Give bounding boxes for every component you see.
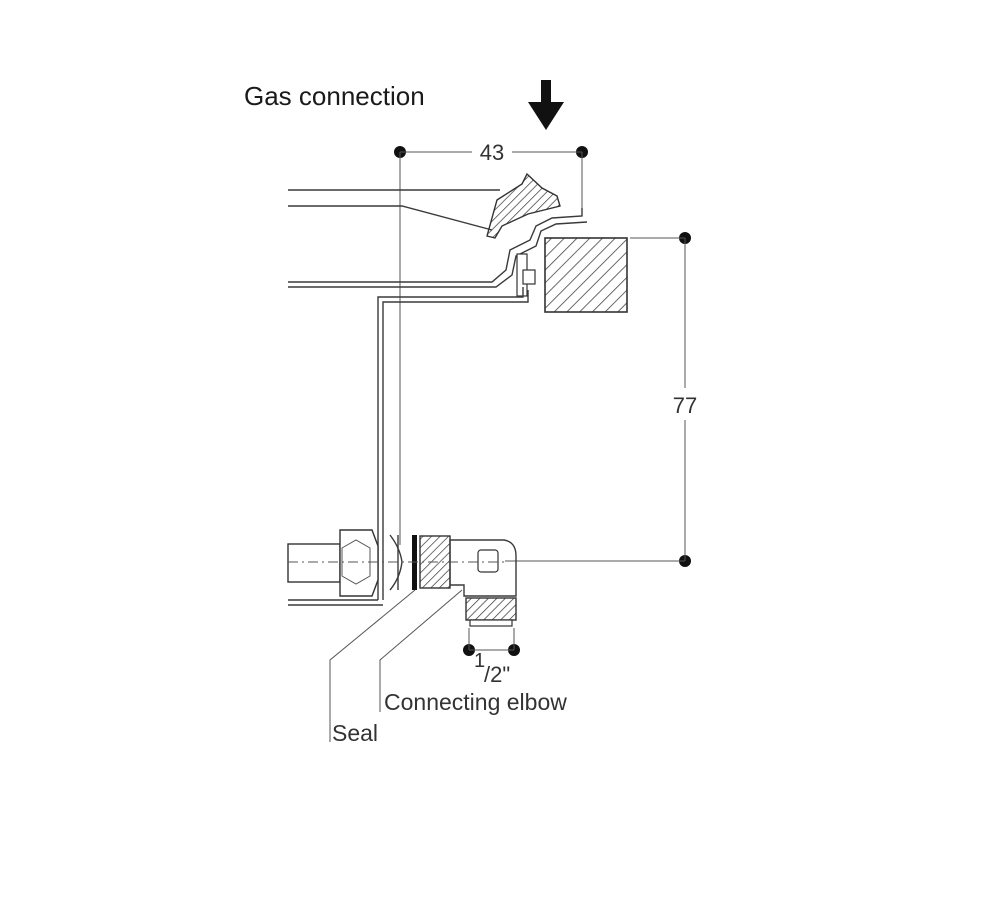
hob-profile <box>288 172 588 606</box>
thread-numerator: 1 <box>474 650 485 672</box>
height-dimension: 77 <box>505 232 697 567</box>
worktop-section <box>544 237 628 313</box>
callouts: Connecting elbow Seal <box>329 589 567 746</box>
connecting-elbow-label: Connecting elbow <box>384 689 567 715</box>
seal-label: Seal <box>332 720 378 746</box>
height-dimension-label: 77 <box>673 393 697 418</box>
thread-dimension: 1 /2" <box>463 628 520 687</box>
width-dimension-label: 43 <box>480 140 504 165</box>
width-dimension: 43 <box>394 140 588 545</box>
pipe-assembly <box>287 529 517 627</box>
arrow-down-icon <box>528 80 564 130</box>
thread-fraction: /2" <box>484 662 510 687</box>
diagram-title: Gas connection <box>244 81 425 111</box>
